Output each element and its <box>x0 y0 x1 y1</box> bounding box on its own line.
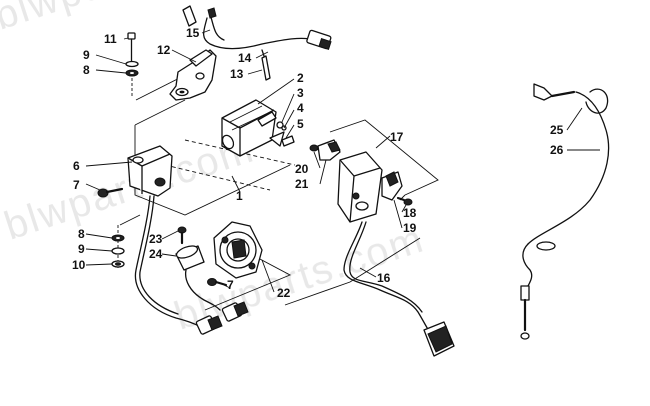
callout-17: 17 <box>390 130 404 144</box>
screw-7-lower <box>207 278 228 287</box>
callout-25: 25 <box>550 123 564 137</box>
callout-3: 3 <box>297 86 304 100</box>
cable-grommet <box>536 241 556 251</box>
harness-wire-14 <box>202 17 317 50</box>
frame-1-dash-b <box>164 164 271 191</box>
callout-2: 2 <box>297 71 304 85</box>
leader-lines <box>85 29 600 293</box>
callout-1: 1 <box>236 189 243 203</box>
top-bolt-stack <box>125 32 139 96</box>
callout-7-lower: 7 <box>227 278 234 292</box>
callout-11: 11 <box>104 32 117 46</box>
callout-15: 15 <box>186 26 200 40</box>
washer-8-top-hole <box>130 72 134 74</box>
callout-13: 13 <box>230 67 244 81</box>
callout-5: 5 <box>297 117 304 131</box>
harness-14 <box>182 5 332 50</box>
housing-6 <box>127 145 173 197</box>
callout-14: 14 <box>238 51 252 65</box>
callout-21: 21 <box>295 177 309 191</box>
cable-26 <box>520 83 610 340</box>
frame-washers <box>119 214 141 226</box>
connector-14-latch <box>318 38 332 50</box>
module-22 <box>213 221 263 279</box>
watermark-text-left: blwparts.com <box>0 126 260 248</box>
callout-8-lower: 8 <box>78 227 85 241</box>
callout-19: 19 <box>403 221 417 235</box>
washer-9-top <box>125 60 139 68</box>
callout-22: 22 <box>277 286 291 300</box>
cover-17 <box>337 151 383 223</box>
callout-9-upper: 9 <box>83 48 90 62</box>
harness-wire-end <box>207 7 217 19</box>
callout-24: 24 <box>149 247 163 261</box>
frame-16-a <box>284 237 421 306</box>
terminal-13 <box>261 49 271 81</box>
harness-16 <box>343 221 455 357</box>
housing-6-wire <box>134 195 249 335</box>
clip-21 <box>309 139 341 161</box>
callouts: 1 2 3 4 5 6 7 7 8 8 9 9 10 11 12 13 14 1… <box>72 26 564 300</box>
bracket-12 <box>169 49 217 101</box>
frame-1-a <box>134 99 186 126</box>
cable-end-25 <box>533 83 553 101</box>
frame-17-a <box>329 119 439 196</box>
callout-12: 12 <box>157 43 171 57</box>
callout-4: 4 <box>297 101 304 115</box>
harness-wire-14-b <box>209 13 225 41</box>
callout-9-lower: 9 <box>78 242 85 256</box>
small-parts-3-4-5 <box>269 121 295 147</box>
cable-loop-25 <box>585 88 609 114</box>
callout-10: 10 <box>72 258 86 272</box>
cable-tip <box>520 332 530 340</box>
callout-26: 26 <box>550 143 564 157</box>
callout-7-upper: 7 <box>73 178 80 192</box>
switch-body-2 <box>221 99 277 157</box>
callout-8-upper: 8 <box>83 63 90 77</box>
connector-15 <box>182 5 197 27</box>
callout-6: 6 <box>73 159 80 173</box>
callout-16: 16 <box>377 271 391 285</box>
bolt-head-11 <box>127 32 136 40</box>
button-24 <box>175 226 221 311</box>
clip-19 <box>381 171 413 206</box>
screw-7-upper <box>97 187 124 198</box>
callout-23: 23 <box>149 232 163 246</box>
cable-fitting <box>520 285 530 301</box>
callout-18: 18 <box>403 206 417 220</box>
callout-20: 20 <box>295 162 309 176</box>
lower-washers <box>111 225 125 270</box>
frame-22-a <box>204 257 292 311</box>
